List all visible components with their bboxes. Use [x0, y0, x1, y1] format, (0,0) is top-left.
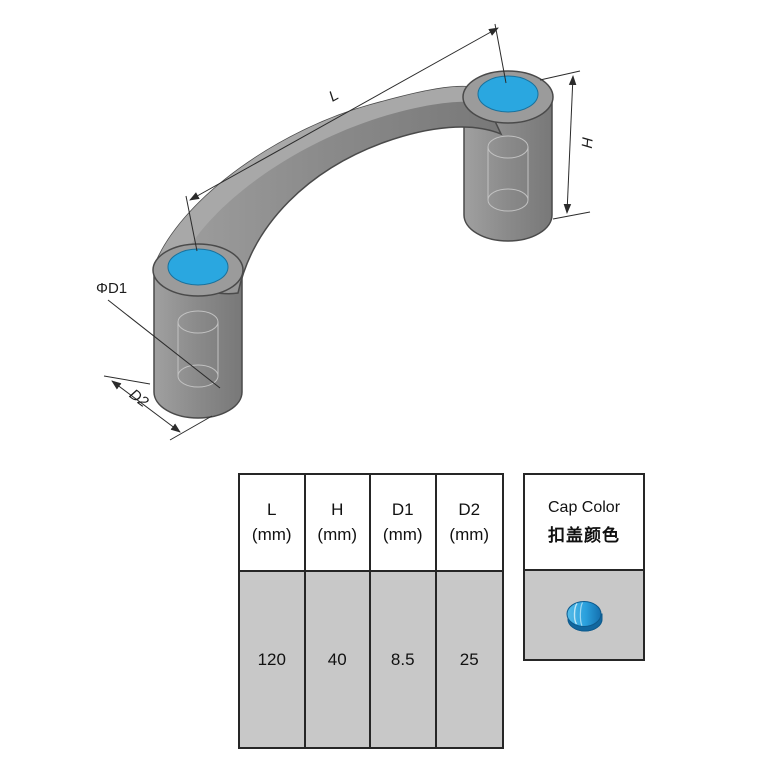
table-header-h-unit: (mm)	[317, 525, 358, 544]
value-l: 120	[257, 649, 286, 669]
value-h: 40	[327, 649, 347, 669]
dim-d2-line	[111, 380, 181, 433]
table-header-d2-label: D2	[458, 500, 481, 519]
table-cell-l-value: 120	[240, 572, 304, 747]
dim-d2-ext-1	[103, 375, 151, 385]
front-cap	[167, 248, 229, 286]
table-cell-h-value: 40	[305, 572, 369, 747]
dim-h-ext-2	[552, 211, 591, 220]
table-header-h-label: H	[331, 500, 344, 519]
table-header-d1-label: D1	[391, 500, 414, 519]
value-d2: 25	[459, 649, 479, 669]
table-cell-d1-value: 8.5	[371, 572, 435, 747]
cap-color-header: Cap Color 扣盖颜色	[525, 475, 643, 571]
cap-color-title-zh: 扣盖颜色	[548, 525, 620, 545]
table-column-d2: D2 (mm) 25	[436, 475, 502, 747]
table-header-d1-unit: (mm)	[382, 525, 423, 544]
dim-d1-leader	[107, 299, 221, 389]
table-header-l-unit: (mm)	[251, 525, 292, 544]
handle-technical-drawing: L H ΦD1 D2	[96, 23, 596, 441]
cap-color-box: Cap Color 扣盖颜色	[523, 473, 645, 661]
value-d1: 8.5	[390, 649, 415, 669]
table-header-d2-unit: (mm)	[449, 525, 490, 544]
dim-h-ext-1	[539, 70, 581, 81]
table-header-l-label: L	[267, 500, 277, 519]
table-header-d1: D1 (mm)	[371, 475, 435, 572]
table-column-l: L (mm) 120	[240, 475, 306, 747]
table-header-h: H (mm)	[305, 475, 369, 572]
table-column-d1: D1 (mm) 8.5	[371, 475, 437, 747]
rear-cap	[477, 75, 539, 113]
cap-color-swatch-cell	[525, 571, 643, 659]
dimension-lines	[103, 23, 591, 441]
table-header-l: L (mm)	[240, 475, 304, 572]
front-hole-wireframe	[177, 310, 219, 388]
dim-h-line	[563, 75, 577, 214]
dim-l-ext-1	[185, 195, 198, 252]
blue-cap-icon	[566, 601, 603, 632]
table-header-d2: D2 (mm)	[436, 475, 502, 572]
dim-d2-ext-2	[169, 415, 213, 441]
dim-label-l: L	[326, 87, 342, 106]
dimension-table: L (mm) 120 H (mm) 40 D1 (mm) 8.5 D2 (mm)…	[238, 473, 504, 749]
dim-label-d1: ΦD1	[96, 280, 127, 297]
dim-label-h: H	[578, 136, 596, 148]
table-column-h: H (mm) 40	[305, 475, 371, 747]
table-cell-d2-value: 25	[436, 572, 502, 747]
dim-l-line	[189, 27, 499, 201]
cap-color-title-en: Cap Color	[547, 498, 621, 516]
